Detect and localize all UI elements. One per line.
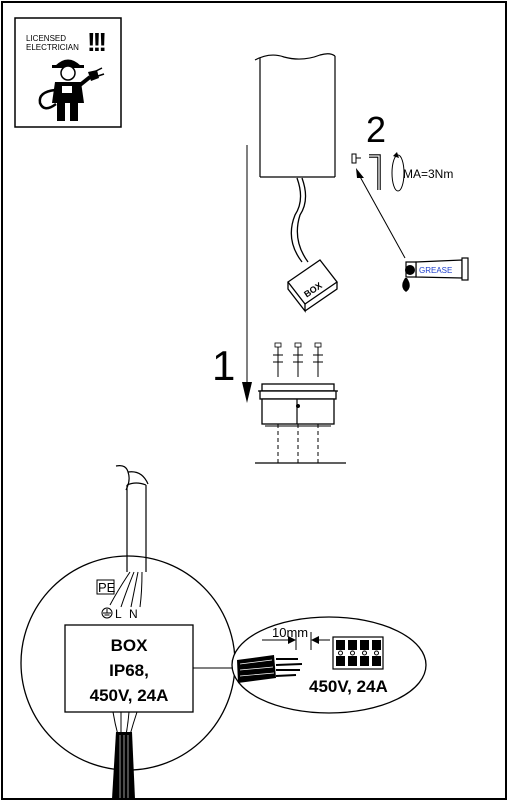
wire-strip-detail: 10mm 450V, 24A (231, 616, 427, 714)
box-rating-voltage: 450V, 24A (90, 686, 169, 705)
supply-cable-outer (290, 177, 303, 263)
rotation-arrow-icon (391, 152, 405, 192)
base-screws (273, 342, 323, 377)
licensed-electrician-badge: LICENSED ELECTRICIAN !!! (14, 17, 122, 128)
screw-icon (293, 342, 303, 377)
stripped-cable-icon (237, 655, 303, 683)
lamp-housing (254, 53, 336, 178)
electrician-with-plug-icon (38, 59, 105, 121)
badge-line2: ELECTRICIAN (26, 43, 79, 52)
badge-line1: LICENSED (26, 34, 66, 43)
pe-label: PE (98, 580, 116, 595)
step-1-number: 1 (212, 342, 235, 389)
step-1-arrow-head (242, 382, 252, 403)
junction-box (64, 624, 194, 713)
hanging-junction-box: BOX (287, 259, 338, 313)
strip-length: 10mm (272, 625, 308, 640)
live-label: L (115, 607, 122, 621)
screw-icon (351, 153, 361, 164)
grease-tube-icon: GREASE (402, 257, 469, 292)
terminal-block-icon (332, 636, 384, 670)
badge-exclaim: !!! (87, 27, 105, 57)
grease-drop-icon (402, 278, 410, 292)
grease-label: GREASE (419, 266, 452, 275)
neutral-label: N (129, 607, 138, 621)
strip-rating: 450V, 24A (309, 677, 388, 696)
box-title: BOX (111, 636, 149, 655)
grease-arrow-head (356, 168, 364, 178)
screw-icon (273, 342, 283, 377)
supply-cable-inner (296, 177, 309, 263)
torque-value: MA=3Nm (403, 167, 453, 181)
badge-frame (14, 17, 122, 128)
grease-arrow-line (357, 172, 406, 259)
ground-icon (101, 607, 113, 619)
junction-box-detail: PE L N BOX IP68, 450V, 24A (20, 465, 236, 799)
screw-icon (313, 342, 323, 377)
step-2-number: 2 (366, 109, 386, 150)
outgoing-cable (112, 732, 135, 799)
allen-key-icon (369, 154, 381, 190)
box-rating-ip: IP68, (109, 661, 149, 680)
mounting-base (255, 383, 346, 464)
